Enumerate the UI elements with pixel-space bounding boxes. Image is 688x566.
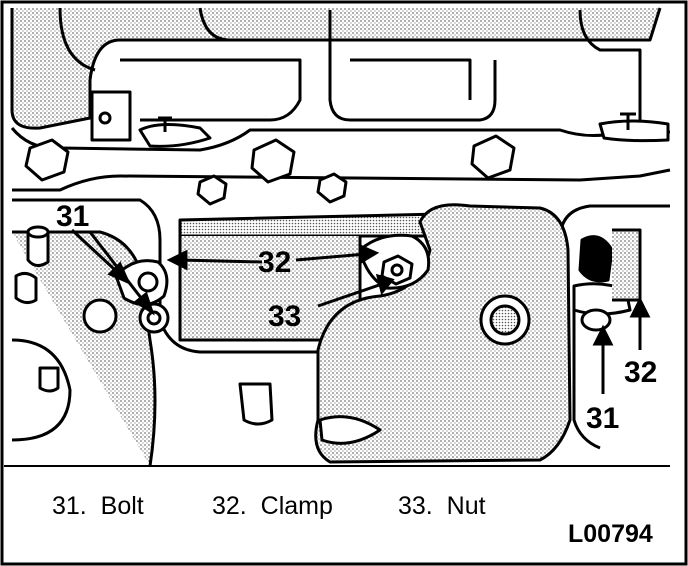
legend-number: 33. bbox=[398, 492, 433, 520]
bolt-right-head bbox=[580, 308, 612, 332]
legend-label: Clamp bbox=[260, 492, 333, 520]
legend-item-nut: 33. Nut bbox=[398, 492, 486, 521]
bolt-left-head bbox=[137, 271, 159, 293]
callout-bolt-left: 31 bbox=[56, 200, 89, 233]
leader-arrows bbox=[70, 228, 651, 394]
callout-clamp-center: 32 bbox=[258, 246, 291, 279]
callout-nut-center: 33 bbox=[268, 300, 301, 333]
legend-label: Nut bbox=[446, 492, 486, 520]
callout-bolt-right: 31 bbox=[586, 402, 619, 435]
legend-item-bolt: 31. Bolt bbox=[52, 492, 144, 521]
callout-clamp-right: 32 bbox=[624, 356, 657, 389]
flange-bolt-2 bbox=[250, 138, 296, 184]
figure-id: L00794 bbox=[568, 520, 653, 548]
legend-label: Bolt bbox=[100, 492, 144, 520]
flange-bolt-3 bbox=[470, 134, 516, 180]
legend-number: 31. bbox=[52, 492, 87, 520]
legend-item-clamp: 32. Clamp bbox=[212, 492, 333, 521]
legend-number: 32. bbox=[212, 492, 247, 520]
flange-bolt-1 bbox=[24, 138, 70, 182]
engine-illustration bbox=[10, 7, 671, 467]
